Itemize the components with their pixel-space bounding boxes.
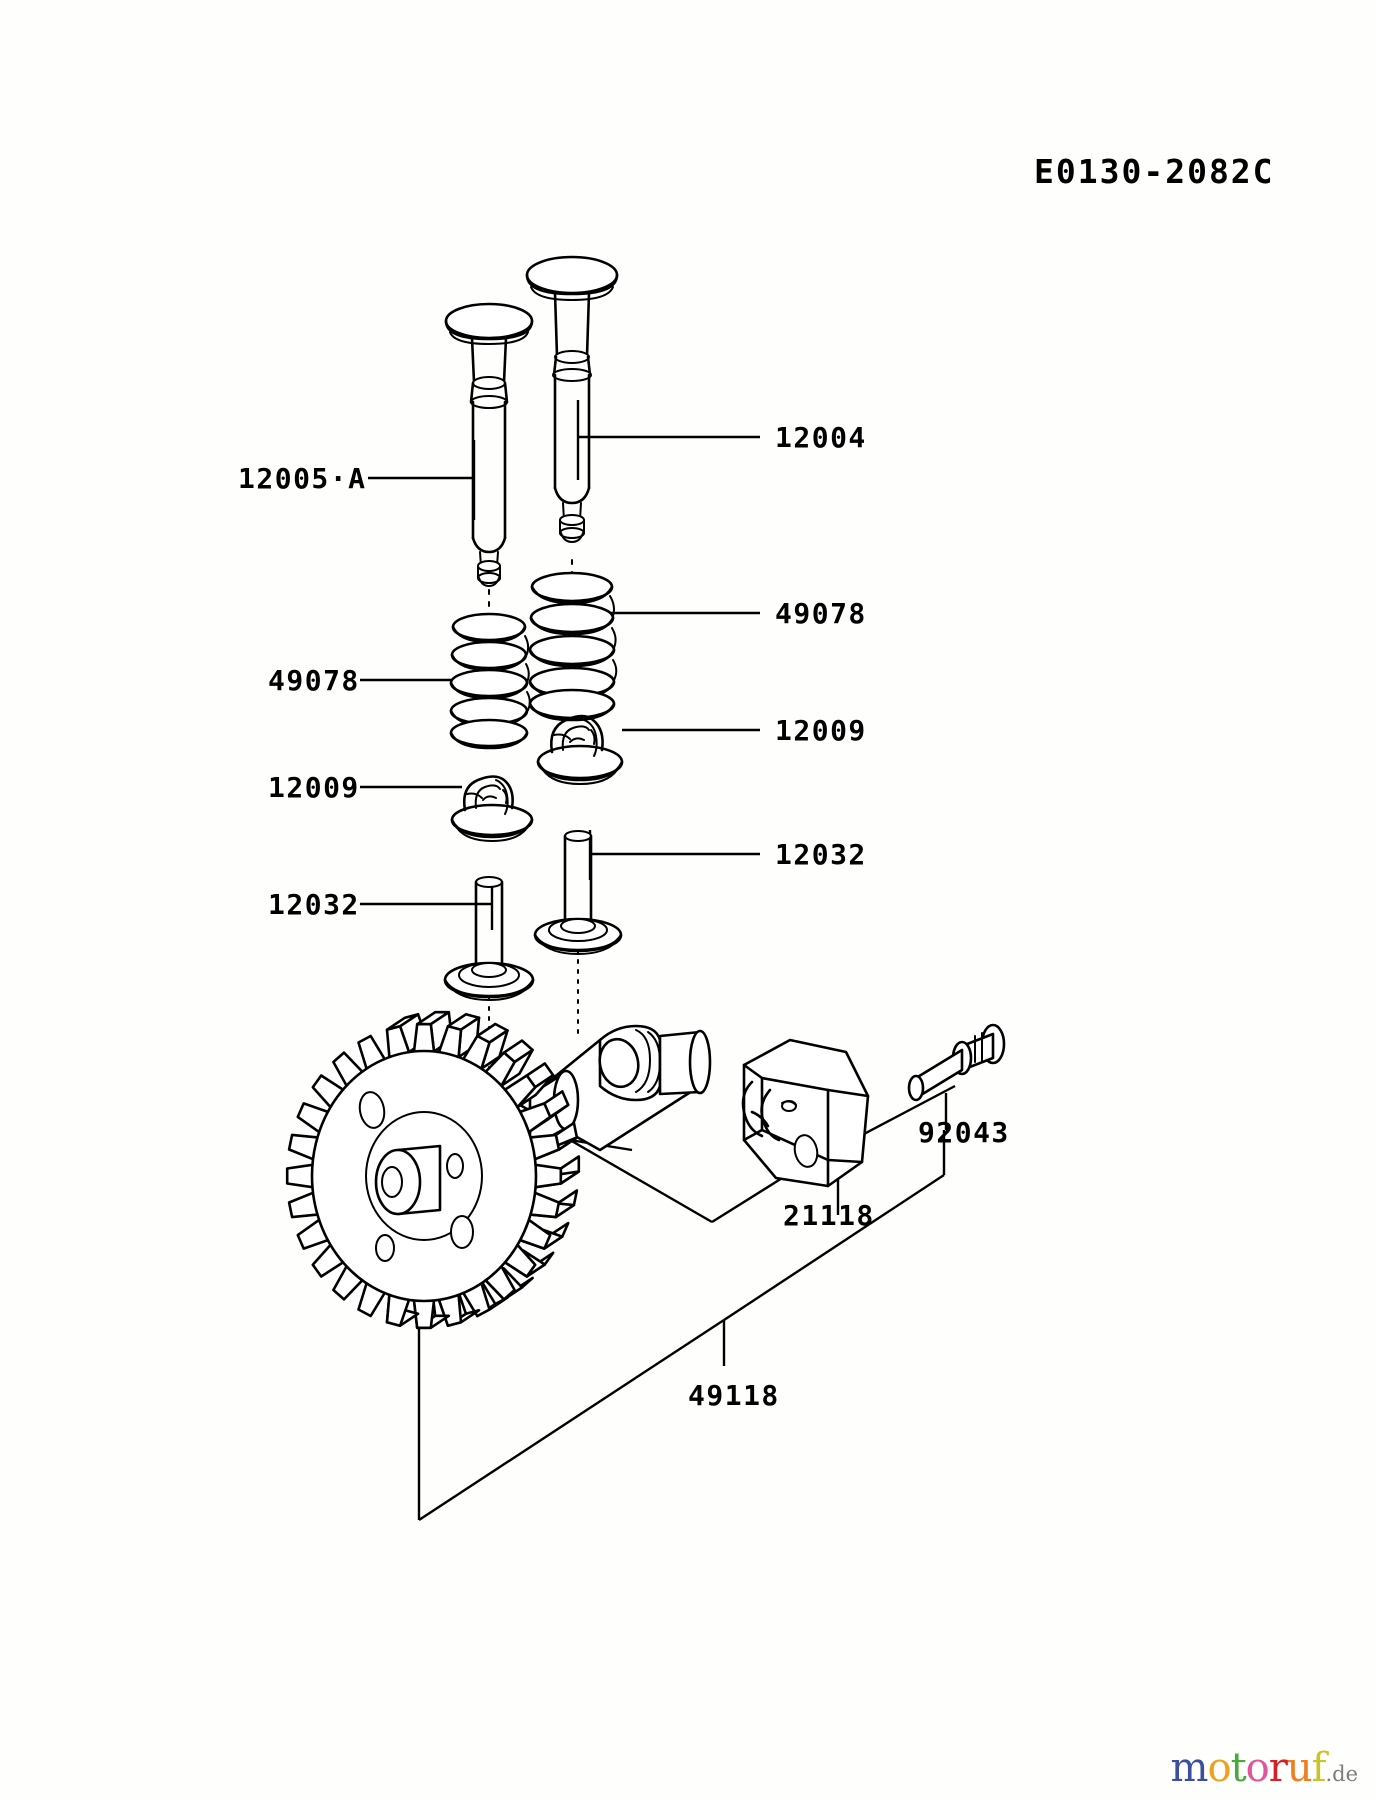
tappet-12032-right xyxy=(533,830,623,955)
part-label-12005-a[interactable]: 12005·A xyxy=(238,462,367,495)
diagram-title: E0130-2082C xyxy=(1034,152,1275,191)
part-label-12004[interactable]: 12004 xyxy=(775,421,867,454)
camshaft xyxy=(518,1024,712,1152)
valve-12005a xyxy=(444,302,534,587)
part-label-12032-left[interactable]: 12032 xyxy=(268,888,360,921)
valve-spring-49078-left xyxy=(449,589,531,750)
camshaft-gear-49118 xyxy=(285,1010,712,1330)
part-label-12009-right[interactable]: 12009 xyxy=(775,714,867,747)
retainer-12009-right xyxy=(536,714,624,785)
watermark-letter: o xyxy=(1207,1745,1231,1791)
gear-tooth xyxy=(534,1163,563,1189)
part-label-49118[interactable]: 49118 xyxy=(688,1379,780,1412)
gear-tooth xyxy=(285,1163,314,1189)
watermark-letter: r xyxy=(1268,1745,1288,1791)
valve-12004 xyxy=(525,255,619,543)
tappet-12032-left xyxy=(443,876,535,1001)
part-label-12032-right[interactable]: 12032 xyxy=(775,838,867,871)
part-label-92043[interactable]: 92043 xyxy=(918,1116,1010,1149)
retainer-12009-left xyxy=(450,775,534,842)
part-label-21118[interactable]: 21118 xyxy=(783,1199,875,1232)
watermark-wordmark: motoruf xyxy=(1170,1745,1327,1791)
camshaft-gear xyxy=(285,1010,581,1330)
part-label-12009-left[interactable]: 12009 xyxy=(268,771,360,804)
motoruf-watermark: motoruf.de xyxy=(1171,1748,1358,1788)
watermark-letter: o xyxy=(1245,1745,1270,1791)
part-label-49078-left[interactable]: 49078 xyxy=(268,664,360,697)
watermark-tld: .de xyxy=(1325,1762,1358,1786)
assembly-centerlines xyxy=(488,949,579,1111)
gear-tooth xyxy=(412,1022,436,1053)
watermark-letter: u xyxy=(1286,1745,1313,1791)
part-label-49078-right[interactable]: 49078 xyxy=(775,597,867,630)
pin-92043 xyxy=(907,1023,1006,1102)
watermark-letter: m xyxy=(1170,1745,1209,1791)
watermark-letter: f xyxy=(1311,1745,1327,1791)
valve-spring-49078-right xyxy=(528,559,618,722)
watermark-letter: t xyxy=(1230,1745,1247,1791)
bracket-21118 xyxy=(741,1038,870,1188)
